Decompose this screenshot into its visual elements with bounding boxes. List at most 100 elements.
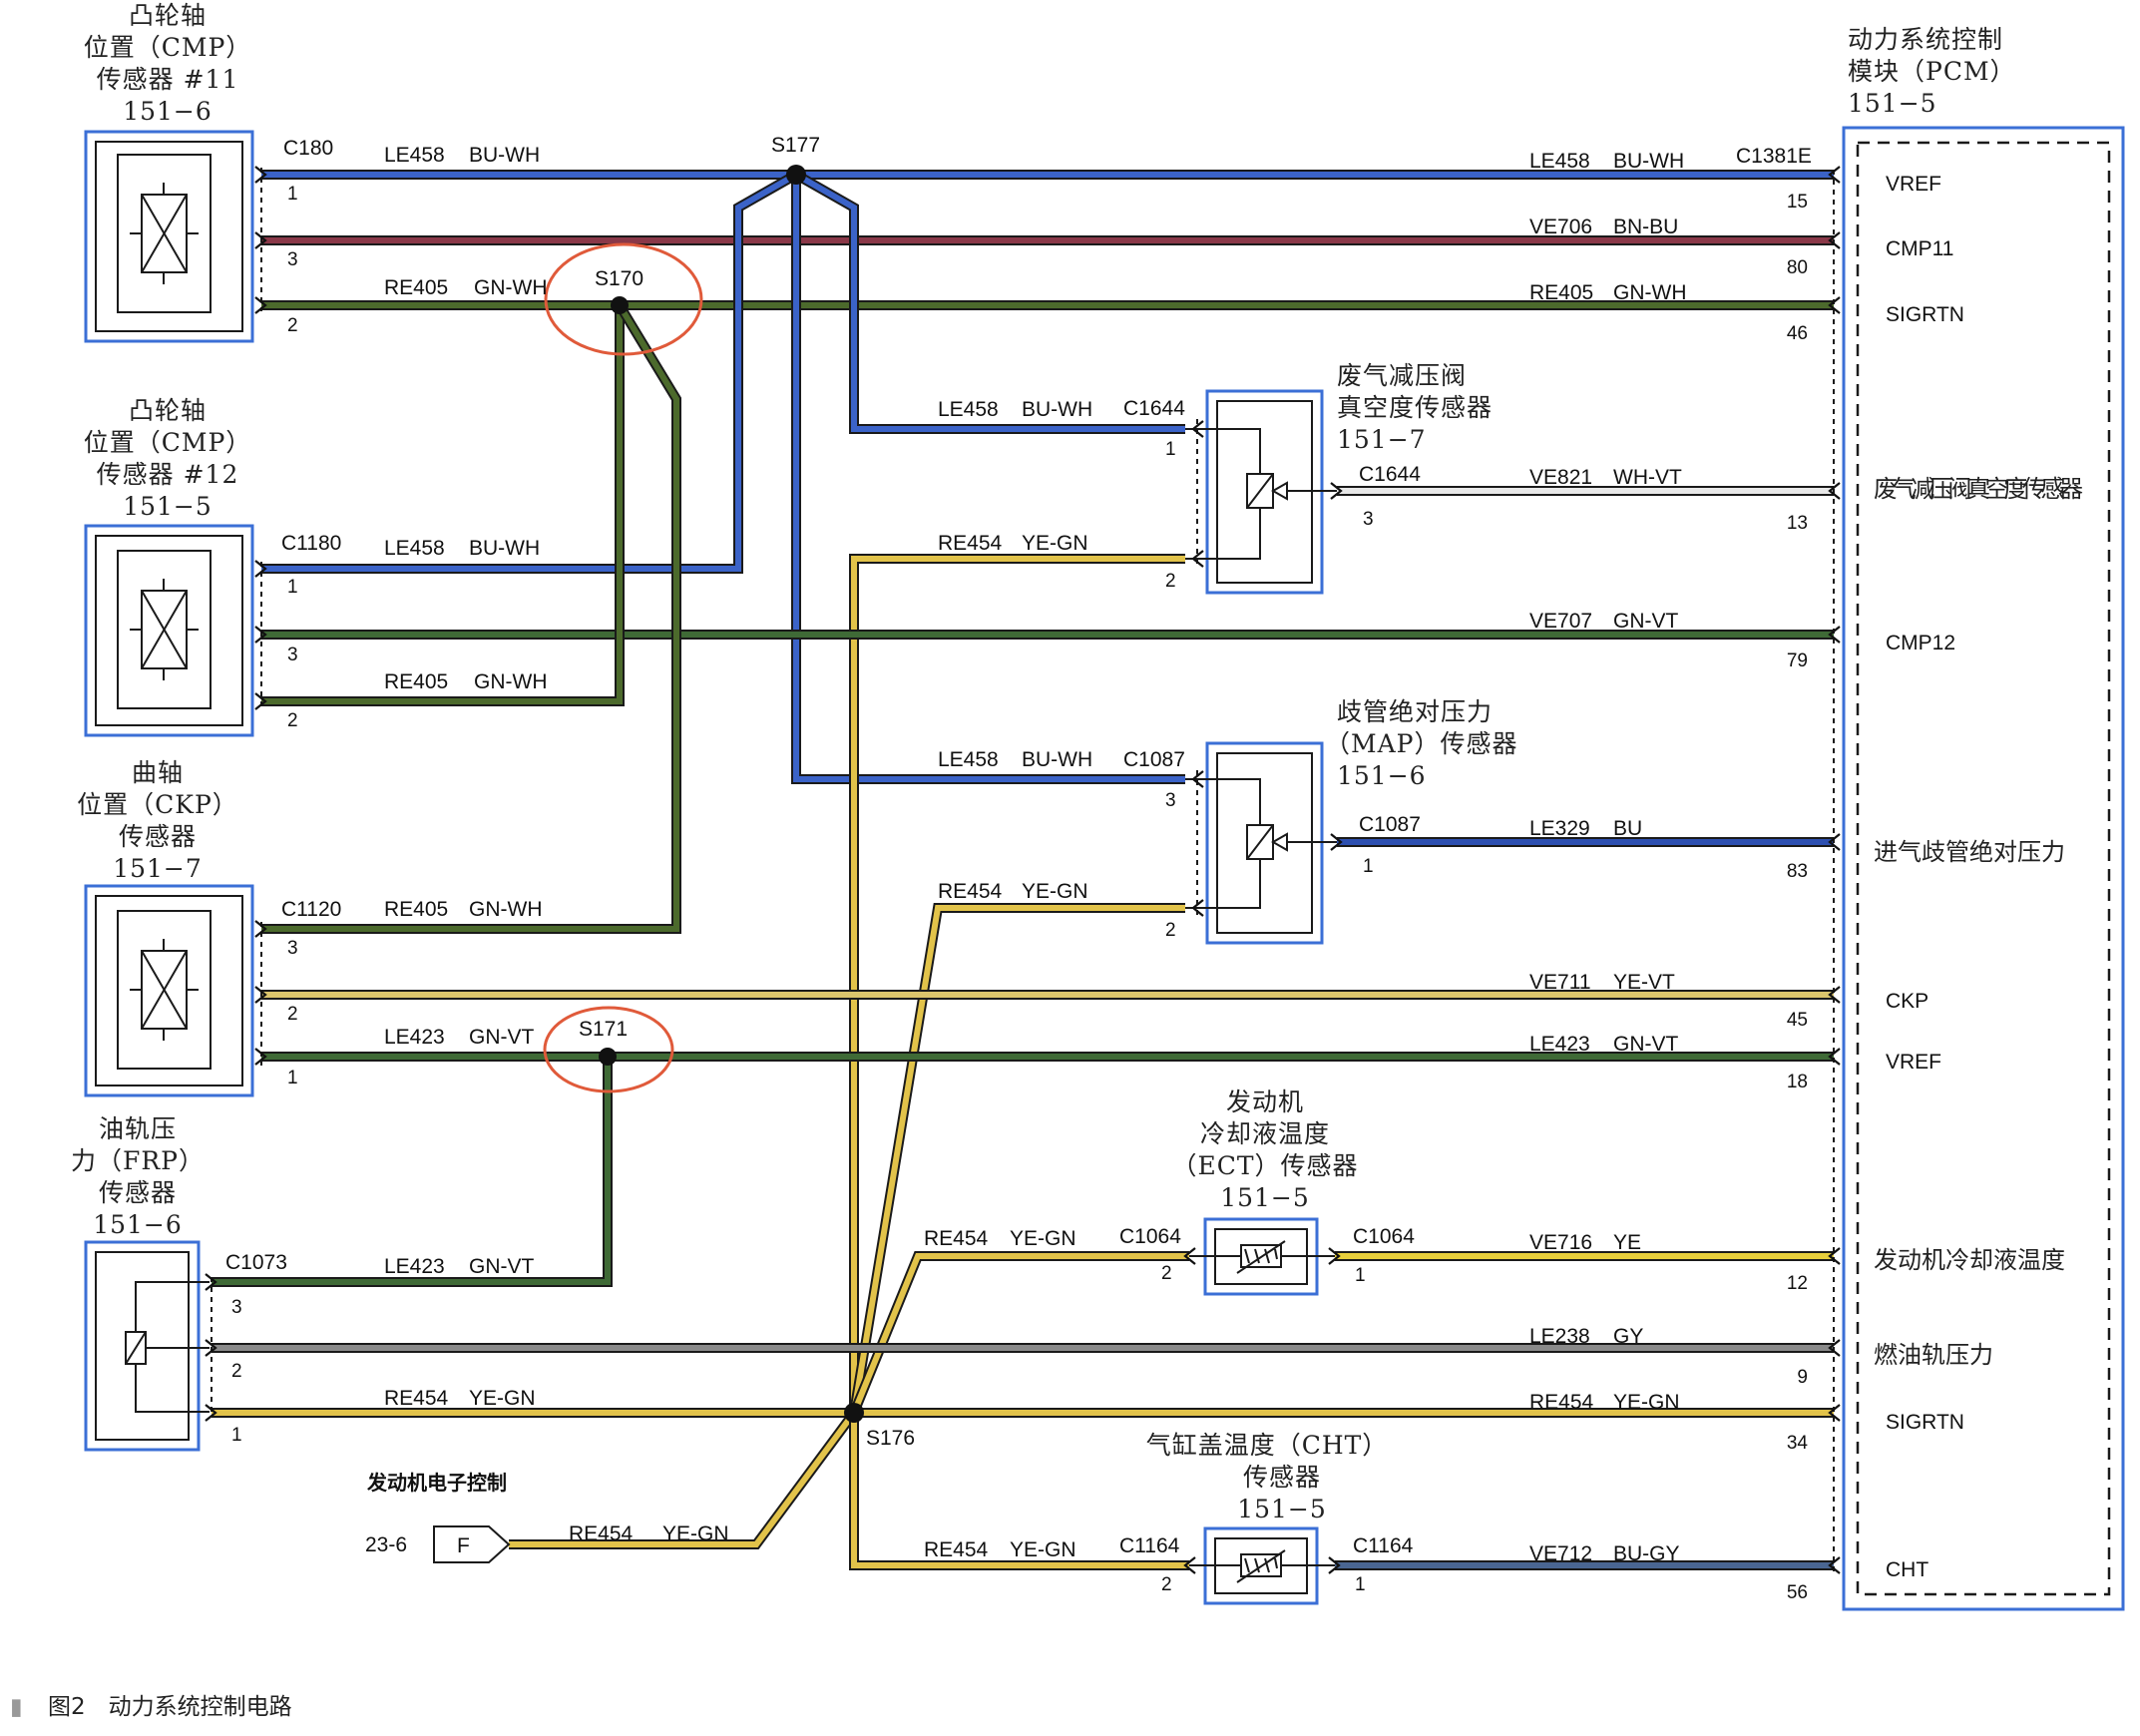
pcm-pin-number: 79 — [1787, 651, 1808, 671]
connector-arrow — [254, 166, 267, 184]
frp-title-line: 油轨压 — [99, 1114, 177, 1143]
splice-label: S176 — [866, 1427, 915, 1450]
connector-arrow — [1191, 550, 1204, 568]
frp-title-line: 力（FRP） — [71, 1146, 205, 1175]
connector-arrow — [1328, 1247, 1341, 1265]
connector-label: C1087 — [1123, 748, 1185, 771]
wire-circuit: RE454 — [938, 532, 1003, 555]
svg-text:1: 1 — [1355, 1574, 1366, 1595]
pcm-pin-label: CMP11 — [1886, 237, 1953, 260]
connector-arrow — [1828, 1247, 1841, 1265]
cmp11-title-line: 位置（CMP） — [84, 33, 252, 62]
pcm-pin-number: 18 — [1787, 1072, 1808, 1092]
ckp-title-line: 位置（CKP） — [77, 790, 238, 819]
wire-circuit: LE458 — [384, 144, 445, 167]
wire-color: YE-GN — [1022, 532, 1088, 555]
pcm-pin-label: CMP12 — [1886, 632, 1955, 654]
wire-circuit: LE458 — [938, 748, 999, 771]
map-title-line: 151−6 — [1337, 761, 1427, 790]
connector-arrow — [1183, 1556, 1196, 1574]
ckp-title-line: 传感器 — [119, 822, 197, 851]
wire-color: BN-BU — [1613, 216, 1678, 238]
wire-circuit: RE454 — [1529, 1391, 1594, 1414]
svg-text:1: 1 — [1165, 439, 1176, 460]
wire-circuit: RE405 — [384, 670, 448, 693]
wire-color: BU — [1613, 817, 1642, 840]
wire-color: YE-GN — [1613, 1391, 1680, 1414]
frp-title: 油轨压 力（FRP） 传感器 151−6 — [71, 1114, 205, 1239]
wire-circuit: RE454 — [924, 1538, 989, 1561]
pcm-module — [1842, 126, 2125, 1611]
pcm-pin-label: 燃油轨压力 — [1874, 1341, 1993, 1369]
cmp11-title: 凸轮轴 位置（CMP） 传感器 #11 151−6 — [84, 1, 252, 126]
connector-arrow — [1828, 1048, 1841, 1066]
pcm-pin-number: 12 — [1787, 1273, 1808, 1294]
wire-color: BU-WH — [469, 144, 540, 167]
pcm-pin-label: CHT — [1886, 1558, 1928, 1581]
connector-arrow — [1330, 482, 1343, 500]
wire-outline — [849, 903, 1185, 1414]
connector-arrow — [254, 296, 267, 314]
wires — [212, 170, 1834, 1570]
connector-label: C1164 — [1353, 1534, 1414, 1557]
wire-outline — [261, 170, 799, 574]
wire-circuit: LE238 — [1529, 1325, 1590, 1348]
wastegate-title-line: 真空度传感器 — [1337, 393, 1493, 422]
pcm-pin-labels: VREF CMP11 SIGRTN 废气减压阀真空度传感器 CMP12 进气歧管… — [1874, 173, 2083, 1581]
wire-circuit: LE458 — [384, 537, 445, 560]
caption-mark: ▮ — [10, 1694, 23, 1720]
svg-text:3: 3 — [287, 938, 298, 959]
wire-ye-gn — [851, 1253, 1189, 1415]
eec-terminal-label: F — [457, 1534, 470, 1557]
wire-color: BU-WH — [1022, 398, 1092, 421]
pcm-pin-number: 13 — [1787, 513, 1808, 534]
svg-text:1: 1 — [231, 1425, 242, 1446]
cht-title-line: 传感器 — [1243, 1463, 1321, 1492]
svg-text:3: 3 — [287, 645, 298, 665]
connector-label: C1180 — [281, 532, 341, 555]
connector-labels: C180 C1180 C1120 C1073 C1381E C1644 C164… — [225, 137, 1812, 1557]
cmp11-title-line: 151−6 — [123, 97, 213, 126]
wire-ye-gn — [851, 556, 1185, 1413]
wire-circuit: VE707 — [1529, 610, 1592, 633]
frp-sensor — [84, 1240, 210, 1452]
map-title-line: （MAP）传感器 — [1325, 729, 1517, 758]
ect-title-line: （ECT）传感器 — [1171, 1151, 1358, 1180]
connector-label: C1087 — [1359, 813, 1421, 836]
connector-arrow — [1330, 833, 1343, 851]
wire-circuit: LE329 — [1529, 817, 1590, 840]
caption-text: 图2 动力系统控制电路 — [48, 1694, 292, 1720]
wire-circuit: RE405 — [1529, 281, 1593, 304]
connector-arrow — [1828, 833, 1841, 851]
splice-label: S171 — [579, 1018, 628, 1041]
wire-ye-gn — [509, 1411, 857, 1547]
wire-circuit: VE716 — [1529, 1231, 1592, 1254]
map-sensor — [1185, 741, 1337, 945]
cmp12-title: 凸轮轴 位置（CMP） 传感器 #12 151−5 — [84, 396, 251, 521]
wastegate-vacuum-sensor — [1185, 389, 1337, 595]
connector-arrow — [1828, 986, 1841, 1004]
svg-text:2: 2 — [1161, 1574, 1172, 1595]
ckp-title-line: 151−7 — [113, 854, 203, 883]
wire-bu-wh — [794, 172, 1185, 432]
pcm-title-line: 模块（PCM） — [1848, 57, 2016, 86]
eec-block: 发动机电子控制 23-6 F — [365, 1471, 507, 1557]
pcm-title-line: 动力系统控制 — [1848, 25, 2003, 54]
connector-arrow — [1191, 899, 1204, 917]
connector-arrow — [1828, 482, 1841, 500]
connector-label: C1381E — [1736, 145, 1812, 168]
connector-label: C1064 — [1119, 1225, 1181, 1248]
wire-ye-gn — [851, 1413, 1189, 1568]
connector-label: C1120 — [281, 898, 341, 921]
wire-color: BU-WH — [1022, 748, 1092, 771]
connector-arrow — [205, 1339, 217, 1357]
connector-label: C1064 — [1353, 1225, 1415, 1248]
connector-arrow — [1191, 420, 1204, 438]
cmp11-sensor — [84, 130, 254, 343]
wire-color: GN-VT — [469, 1026, 535, 1049]
wire-outline — [261, 302, 681, 934]
ckp-sensor — [84, 884, 254, 1097]
svg-text:2: 2 — [287, 710, 298, 731]
ect-title-line: 151−5 — [1220, 1183, 1310, 1212]
pcm-pin-number: 34 — [1787, 1433, 1809, 1454]
